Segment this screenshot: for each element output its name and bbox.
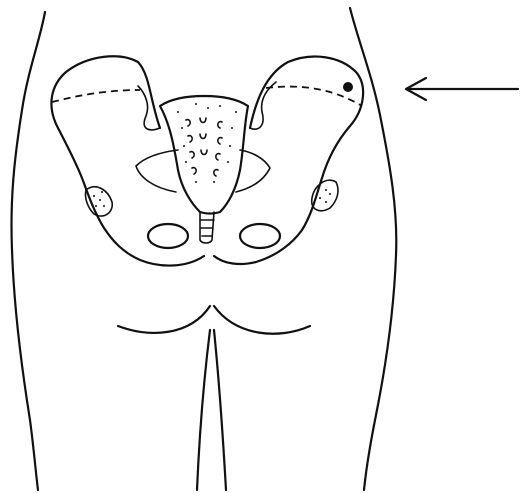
left-iliac-crest-line [52, 90, 140, 102]
pelvis [51, 56, 363, 265]
left-ilium-inner-edge [138, 86, 160, 130]
right-gluteal-fold [214, 306, 310, 334]
right-leg-inner [214, 330, 226, 490]
iliac-crest-marker [343, 82, 353, 92]
body-outline [11, 8, 396, 490]
sacrum-stippling [177, 103, 237, 183]
left-leg-inner [197, 330, 210, 490]
body-right-contour [350, 8, 396, 490]
sacrum-left-ala [136, 150, 178, 192]
right-ilium [214, 57, 363, 264]
coccyx [200, 212, 214, 243]
pointer-arrow-icon [406, 78, 518, 100]
right-obturator-foramen [240, 224, 280, 248]
left-obturator-foramen [148, 224, 188, 248]
body-left-contour [11, 12, 45, 490]
left-hip-joint [85, 187, 112, 216]
sacral-foramina [186, 118, 222, 176]
left-ilium [51, 56, 204, 265]
left-gluteal-fold [118, 306, 210, 333]
